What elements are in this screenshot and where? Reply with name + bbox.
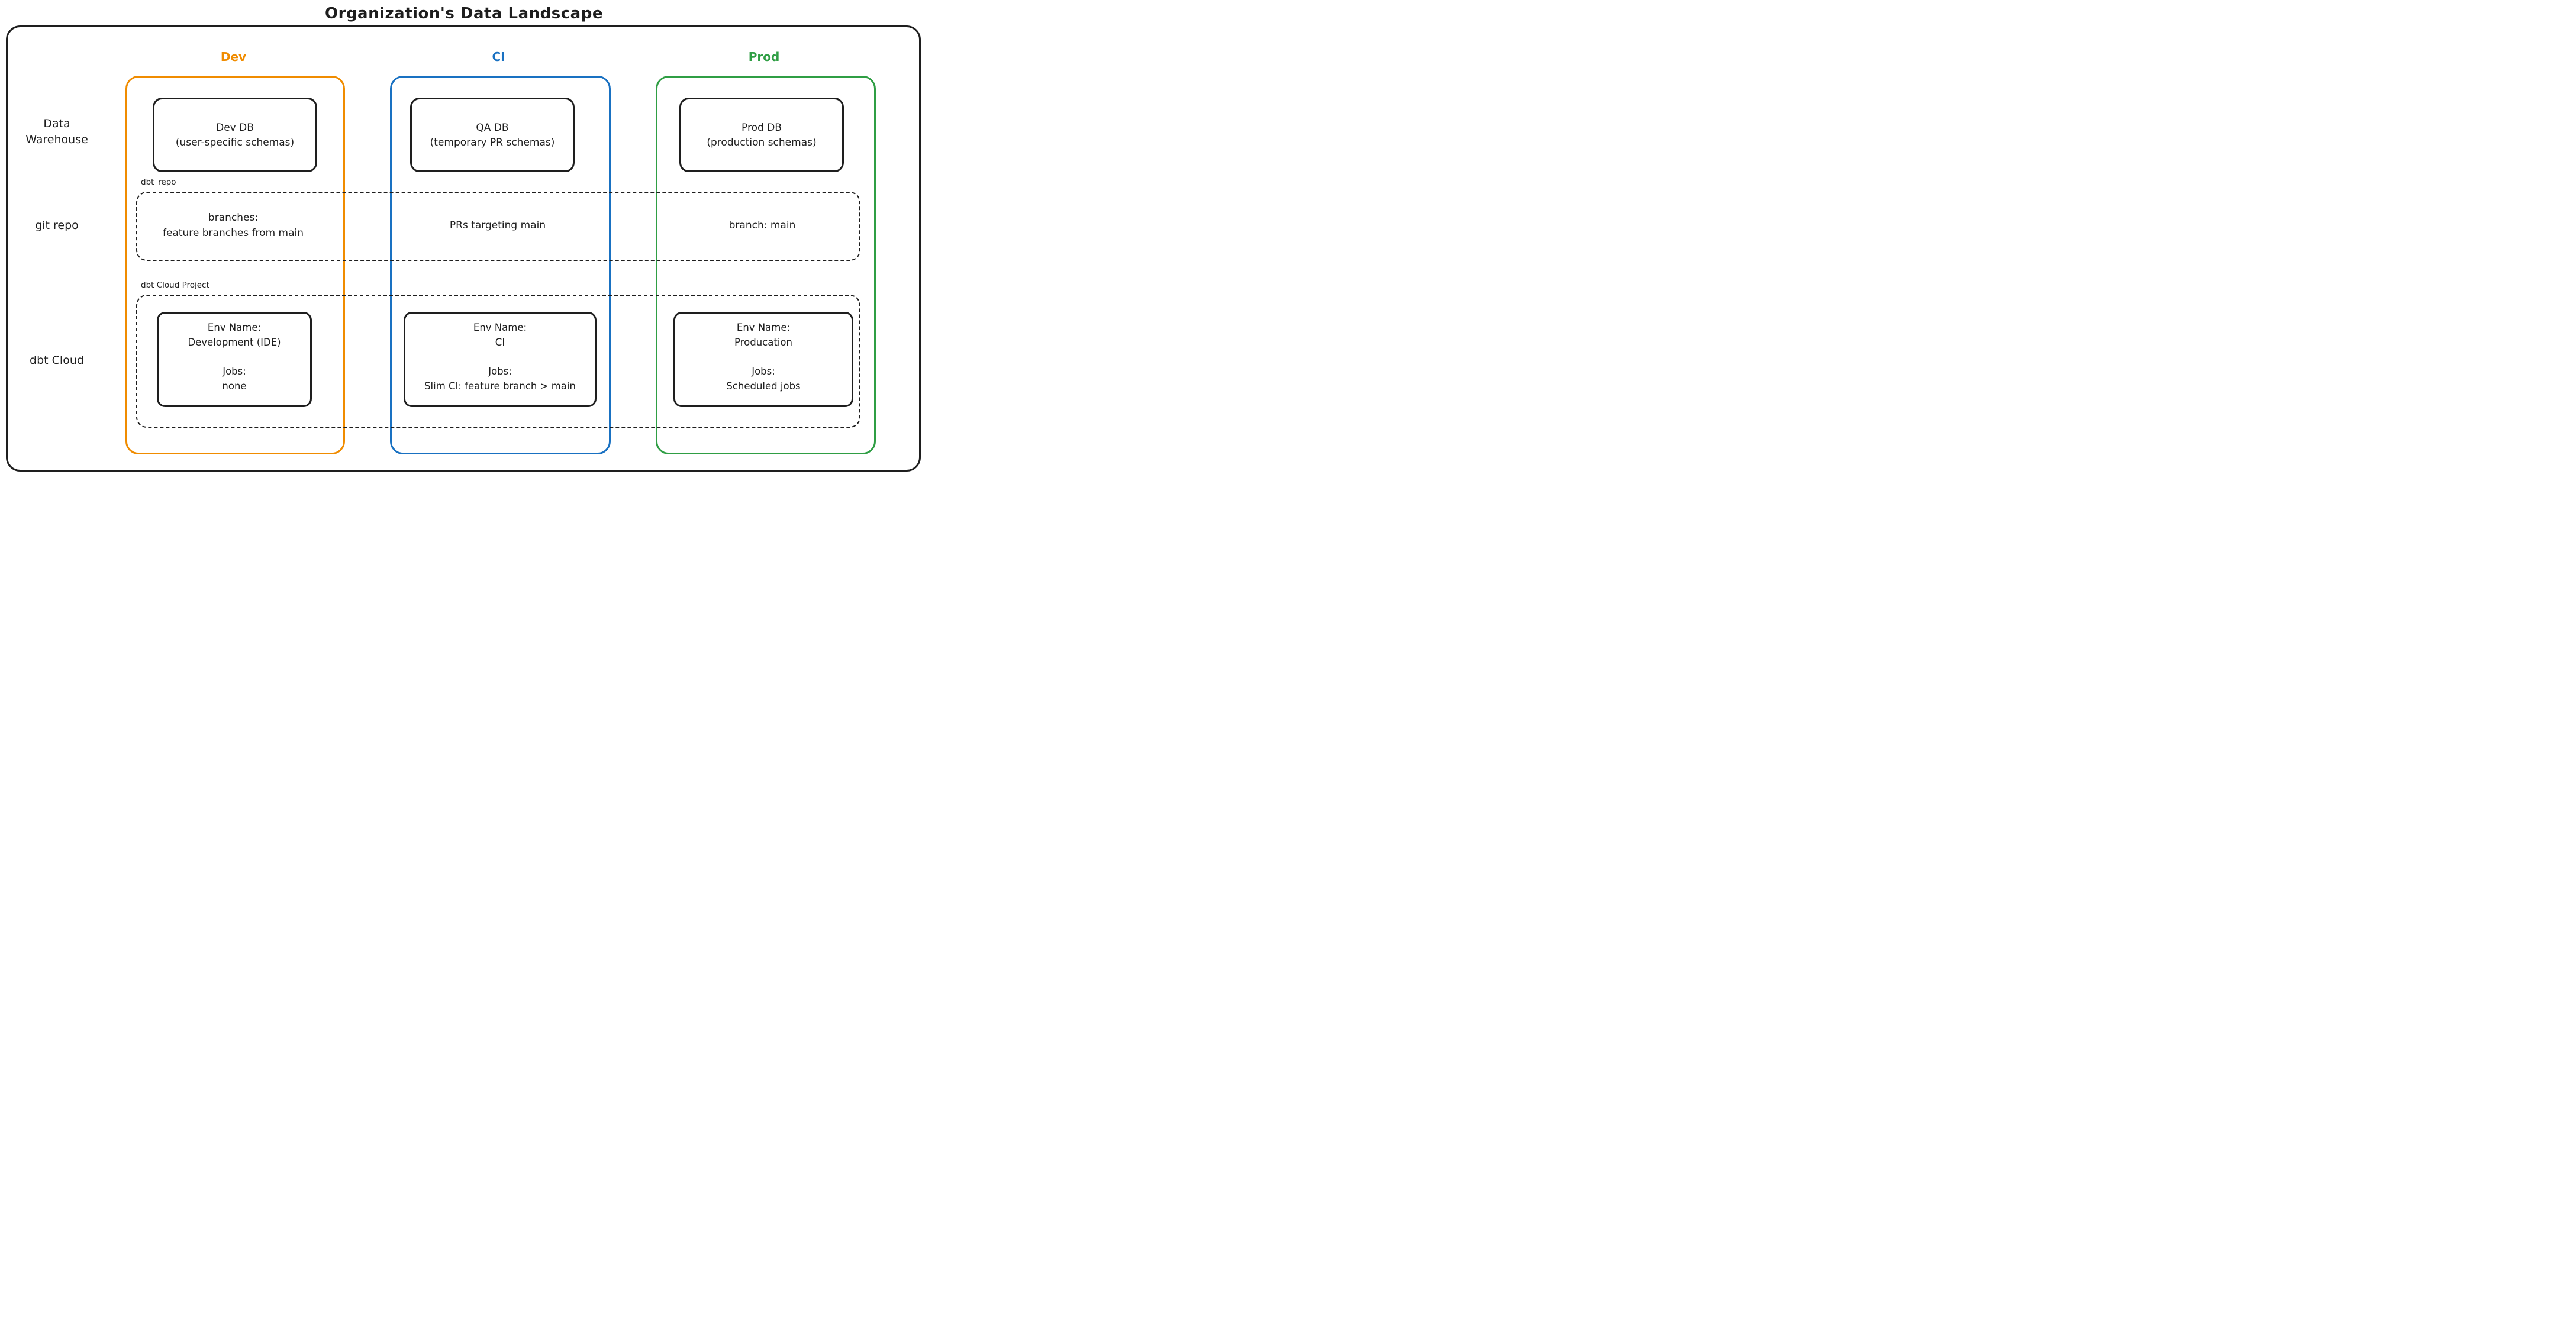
row-label-git-repo: git repo — [35, 219, 79, 232]
git-cell-ci-text: PRs targeting main — [449, 219, 546, 231]
dbt-repo-dashed-box — [136, 192, 860, 261]
qa-db-name: QA DB — [476, 121, 509, 134]
env-box-prod-jobs: Scheduled jobs — [726, 380, 801, 392]
prod-db-detail: (production schemas) — [707, 136, 817, 149]
column-box-dev — [125, 76, 345, 454]
git-cell-dev: branches: feature branches from main — [141, 192, 325, 259]
dev-db-name: Dev DB — [216, 121, 254, 134]
dev-db-box: Dev DB (user-specific schemas) — [153, 98, 317, 172]
env-box-ci-env-label: Env Name: — [473, 322, 527, 333]
outer-frame — [6, 25, 921, 472]
env-box-dev-env-label: Env Name: — [207, 322, 262, 333]
diagram-canvas: Organization's Data Landscape Dev CI Pro… — [0, 0, 928, 474]
env-box-prod: Env Name: Producation Jobs: Scheduled jo… — [673, 312, 853, 407]
git-cell-dev-line2: feature branches from main — [162, 227, 304, 239]
dbt-repo-group-label: dbt_repo — [141, 177, 176, 187]
dbt-cloud-project-group-label: dbt Cloud Project — [141, 280, 209, 290]
column-box-ci — [390, 76, 611, 454]
row-label-data-warehouse: Data Warehouse — [25, 117, 88, 146]
env-box-dev-jobs-label: Jobs: — [223, 366, 246, 377]
page-title: Organization's Data Landscape — [325, 5, 603, 22]
env-box-dev: Env Name: Development (IDE) Jobs: none — [157, 312, 312, 407]
env-box-ci: Env Name: CI Jobs: Slim CI: feature bran… — [404, 312, 597, 407]
git-cell-prod-text: branch: main — [728, 219, 796, 231]
column-label-ci: CI — [492, 50, 505, 64]
prod-db-name: Prod DB — [741, 121, 782, 134]
git-cell-prod: branch: main — [670, 192, 854, 259]
prod-db-box: Prod DB (production schemas) — [679, 98, 844, 172]
row-label-dbt-cloud: dbt Cloud — [30, 354, 84, 367]
env-box-prod-env-name: Producation — [734, 337, 792, 348]
env-box-prod-jobs-label: Jobs: — [752, 366, 775, 377]
git-cell-ci: PRs targeting main — [406, 192, 589, 259]
env-box-ci-jobs: Slim CI: feature branch > main — [424, 380, 576, 392]
env-box-ci-jobs-label: Jobs: — [488, 366, 512, 377]
qa-db-box: QA DB (temporary PR schemas) — [410, 98, 575, 172]
env-box-dev-jobs: none — [222, 380, 247, 392]
dbt-cloud-project-dashed-box — [136, 295, 860, 428]
dev-db-detail: (user-specific schemas) — [175, 136, 295, 149]
column-label-dev: Dev — [220, 50, 247, 64]
env-box-ci-env-name: CI — [495, 337, 505, 348]
git-cell-dev-line1: branches: — [208, 211, 259, 224]
column-box-prod — [656, 76, 876, 454]
env-box-dev-env-name: Development (IDE) — [188, 337, 281, 348]
column-label-prod: Prod — [748, 50, 780, 64]
env-box-prod-env-label: Env Name: — [736, 322, 791, 333]
qa-db-detail: (temporary PR schemas) — [430, 136, 555, 149]
